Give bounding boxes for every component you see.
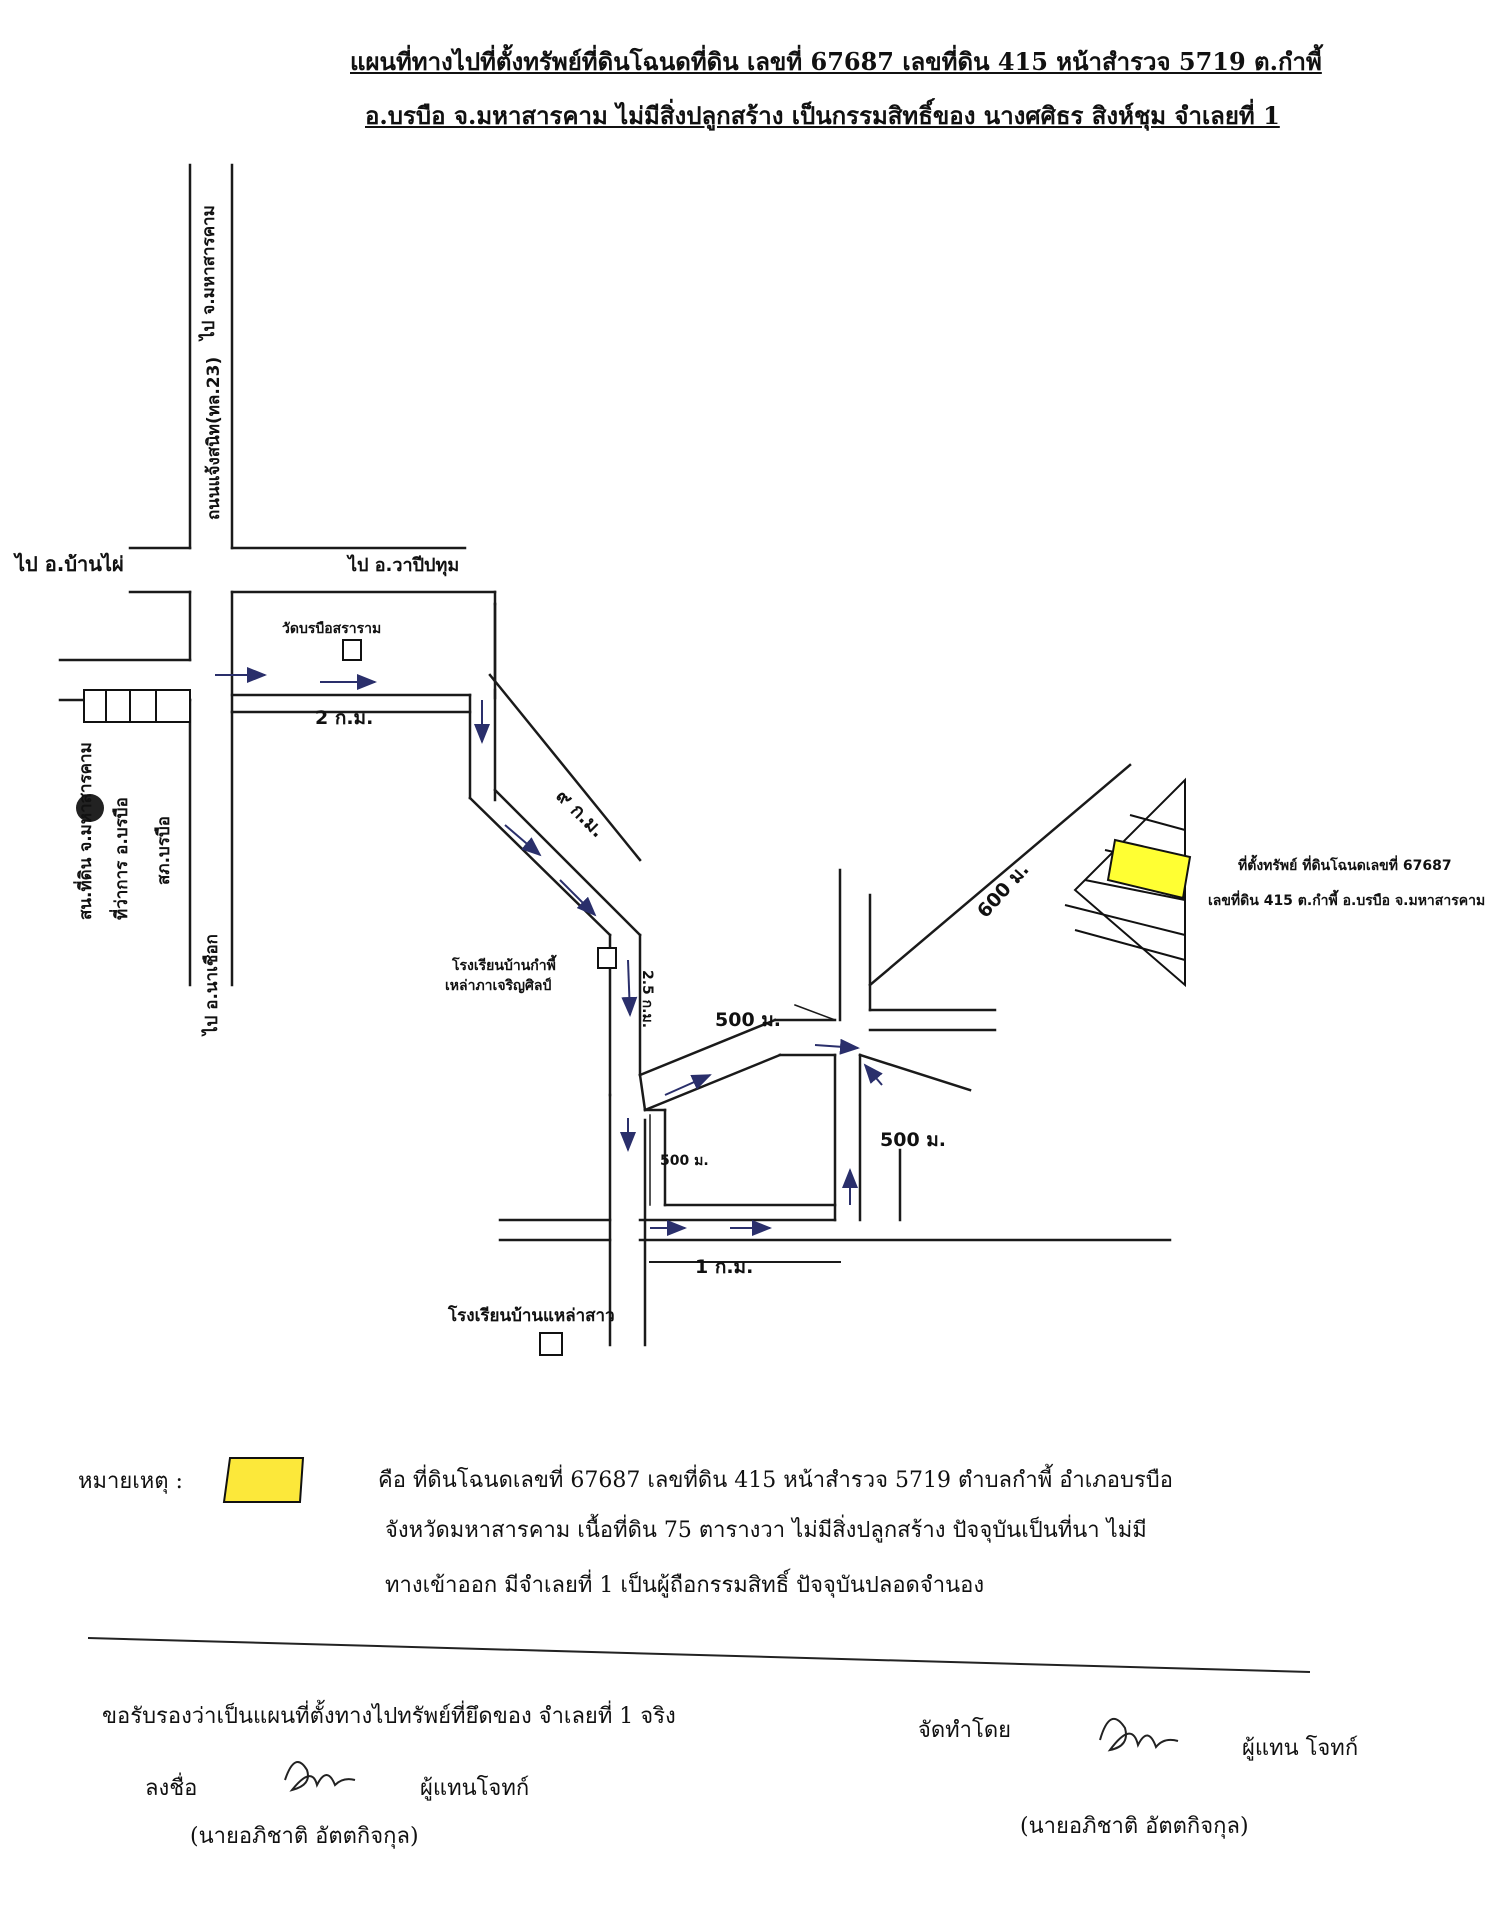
direction-arrow <box>664 1074 712 1096</box>
road-lower-loop <box>498 1053 1172 1242</box>
prepared-by-label: จัดทำโดย <box>918 1718 1012 1743</box>
dist-line-500-upper <box>794 1004 836 1021</box>
temple-marker <box>342 639 362 661</box>
divider-line <box>87 1637 1311 1673</box>
certify-text: ขอรับรองว่าเป็นแผนที่ตั้งทางไปทรัพย์ที่ย… <box>102 1704 676 1729</box>
road-to-property <box>838 763 1132 1092</box>
label-temple: วัดบรบือสราราม <box>282 621 382 637</box>
label-district-office: ที่ว่าการ อ.บรบือ <box>112 797 132 920</box>
highway-23-road <box>188 163 234 987</box>
label-police-station: สภ.บรบือ <box>154 816 174 885</box>
label-road-23: ถนนแจ้งสนิท(ทล.23) <box>204 356 224 520</box>
label-dist-1km: 1 ก.ม. <box>695 1256 754 1278</box>
legend-line-2: จังหวัดมหาสารคาม เนื้อที่ดิน 75 ตารางวา … <box>385 1518 1147 1543</box>
signature-left <box>284 1761 356 1792</box>
police-station-marker <box>155 689 191 723</box>
legend-line-1: คือ ที่ดินโฉนดเลขที่ 67687 เลขที่ดิน 415… <box>378 1468 1173 1493</box>
direction-arrow <box>863 1063 883 1086</box>
label-to-na-chueak: ไป อ.นาเชือก <box>202 934 222 1035</box>
ink-smudge <box>76 794 104 822</box>
direction-arrow <box>559 879 597 917</box>
direction-arrow <box>504 824 542 857</box>
sign-label: ลงชื่อ <box>145 1776 198 1801</box>
property-marker <box>1106 838 1192 900</box>
label-dist-2km: 2 ก.ม. <box>315 707 374 729</box>
legend-label: หมายเหตุ : <box>78 1469 183 1494</box>
label-dist-500-upper: 500 ม. <box>715 1009 782 1031</box>
road-kamphi-east <box>638 1018 837 1112</box>
label-to-mahasarakham: ไป จ.มหาสารคาม <box>199 205 219 340</box>
signature-right <box>1099 1717 1179 1752</box>
label-property-1: ที่ตั้งทรัพย์ ที่ดินโฉนดเลขที่ 67687 <box>1238 858 1452 874</box>
label-to-ban-phai: ไป อ.บ้านไผ่ <box>15 552 124 576</box>
label-dist-500-right: 500 ม. <box>880 1129 947 1151</box>
page-title-line-1: แผนที่ทางไปที่ตั้งทรัพย์ที่ดินโฉนดที่ดิน… <box>350 47 1322 76</box>
district-office-marker-2 <box>129 689 157 723</box>
school-laosao-marker <box>539 1332 563 1356</box>
label-to-wapi-pathum: ไป อ.วาปีปทุม <box>348 555 460 576</box>
label-school-laosao: โรงเรียนบ้านแหล่าสาว <box>448 1306 615 1326</box>
label-land-office: สน.ที่ดิน จ.มหาสารคาม <box>76 742 96 920</box>
direction-arrow <box>814 1038 860 1055</box>
school-kamphi-marker <box>597 947 617 969</box>
label-school-kamphi-1: โรงเรียนบ้านกำพี้ <box>452 958 556 974</box>
legend-swatch <box>222 1457 305 1503</box>
land-office-marker <box>83 689 107 723</box>
district-office-marker <box>105 689 131 723</box>
legend-line-3: ทางเข้าออก มีจำเลยที่ 1 เป็นผู้ถือกรรมสิ… <box>385 1573 985 1598</box>
page-title-line-2: อ.บรบือ จ.มหาสารคาม ไม่มีสิ่งปลูกสร้าง เ… <box>365 101 1280 130</box>
agent-label-left: ผู้แทนโจทก์ <box>420 1776 530 1801</box>
signer-name-left: (นายอภิชาติ อัตตกิจกุล) <box>190 1824 419 1849</box>
east-west-road-upper <box>128 546 497 606</box>
label-dist-2-5km: 2.5 ก.ม. <box>639 970 655 1029</box>
signer-name-right: (นายอภิชาติ อัตตกิจกุล) <box>1020 1814 1249 1839</box>
agent-label-right: ผู้แทน โจทก์ <box>1242 1736 1359 1761</box>
label-school-kamphi-2: เหล่าภาเจริญศิลป์ <box>445 978 552 994</box>
direction-arrow <box>621 959 638 1017</box>
label-property-2: เลขที่ดิน 415 ต.กำพี้ อ.บรบือ จ.มหาสารคา… <box>1208 893 1486 909</box>
label-dist-500-left: 500 ม. <box>660 1153 709 1169</box>
